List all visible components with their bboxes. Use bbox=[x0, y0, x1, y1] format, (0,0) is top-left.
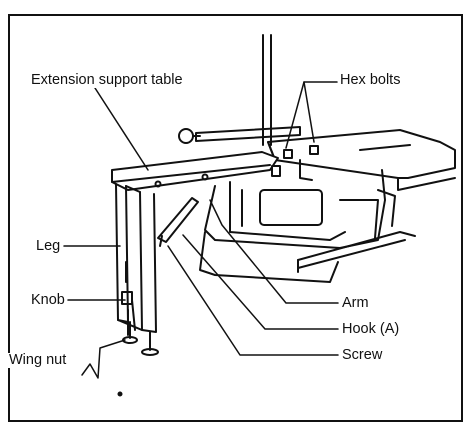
base-rail bbox=[297, 231, 416, 273]
label-screw: Screw bbox=[341, 347, 384, 363]
arm-brace bbox=[157, 197, 199, 247]
main-table bbox=[267, 129, 456, 191]
hex-bolts bbox=[271, 145, 319, 177]
label-wing-nut: Wing nut bbox=[8, 352, 68, 368]
leg bbox=[115, 183, 157, 336]
rear-post bbox=[262, 34, 272, 146]
label-knob: Knob bbox=[30, 292, 66, 308]
label-hook-a: Hook (A) bbox=[341, 321, 401, 337]
extension-table-top bbox=[111, 151, 279, 191]
fence-bar bbox=[178, 126, 301, 144]
label-extension-support-table: Extension support table bbox=[30, 72, 184, 88]
label-hex-bolts: Hex bolts bbox=[339, 72, 402, 88]
label-arm: Arm bbox=[341, 295, 370, 311]
leader-lines bbox=[63, 81, 339, 379]
label-leg: Leg bbox=[35, 238, 62, 254]
